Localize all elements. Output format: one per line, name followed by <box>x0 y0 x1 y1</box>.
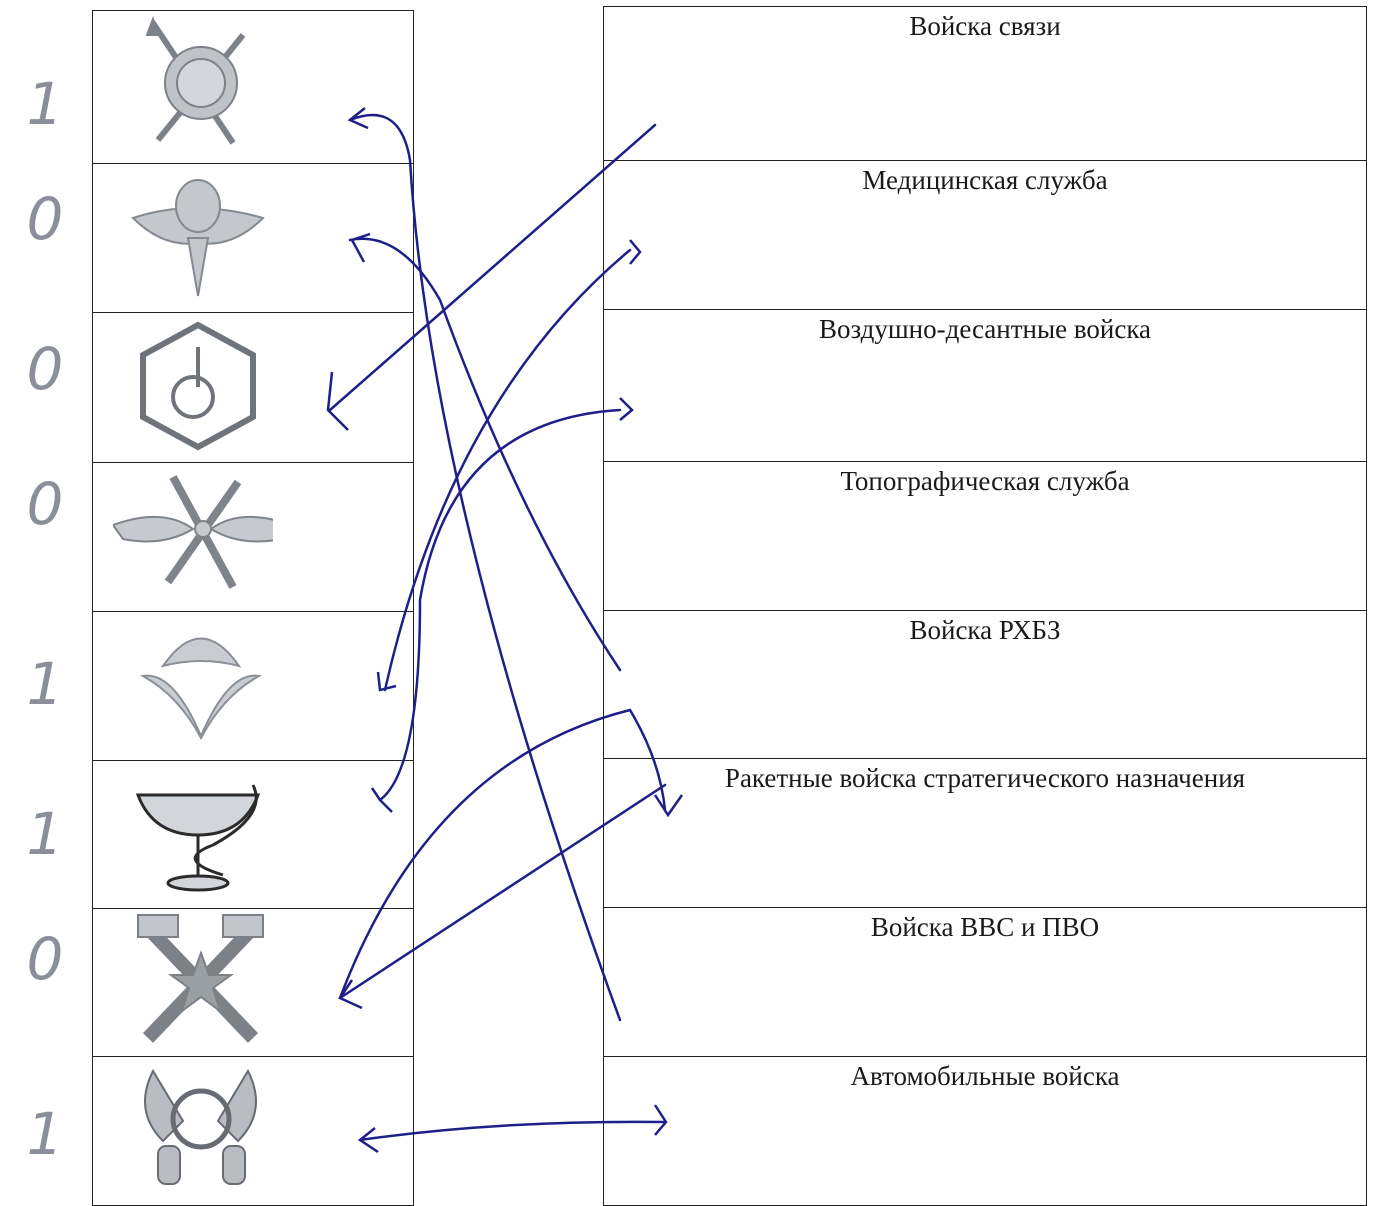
score-mark: 1 <box>26 1100 64 1168</box>
emblem-cell-7 <box>92 908 414 1057</box>
score-mark: 0 <box>26 335 64 403</box>
option-cell-3: Воздушно-десантные войска <box>603 309 1367 463</box>
option-cell-8: Автомобильные войска <box>603 1056 1367 1206</box>
air-force-propeller-wings-emblem-icon <box>113 475 273 589</box>
signal-corps-emblem-icon <box>145 16 246 145</box>
option-label: Топографическая служба <box>840 466 1130 496</box>
option-label: Медицинская служба <box>862 165 1108 195</box>
option-cell-6: Ракетные войска стратегического назначен… <box>603 758 1367 909</box>
option-label: Войска ВВС и ПВО <box>870 912 1100 942</box>
automobile-wheels-wings-emblem-icon <box>144 1068 257 1185</box>
parachute-emblem-icon <box>140 637 262 741</box>
airborne-wings-emblem-icon <box>131 179 265 297</box>
option-cell-1: Войска связи <box>603 6 1367 162</box>
ink-line <box>378 408 622 802</box>
medical-bowl-snake-emblem-icon <box>135 784 261 892</box>
option-label: Войска РХБЗ <box>909 615 1061 645</box>
score-mark: 1 <box>26 650 64 718</box>
score-mark: 1 <box>26 800 64 868</box>
ink-line <box>383 248 632 692</box>
option-label: Войска связи <box>909 11 1061 41</box>
chemical-defense-hexagon-emblem-icon <box>140 321 256 451</box>
hammers-star-emblem-icon <box>137 914 264 1043</box>
option-cell-4: Топографическая служба <box>603 461 1367 612</box>
option-cell-7: Войска ВВС и ПВО <box>603 907 1367 1058</box>
option-label: Автомобильные войска <box>850 1061 1120 1091</box>
score-mark: 0 <box>26 925 64 993</box>
option-label: Ракетные войска стратегического назначен… <box>724 763 1246 793</box>
score-mark: 0 <box>26 470 64 538</box>
emblem-cell-6 <box>92 760 414 909</box>
score-mark: 1 <box>26 70 64 138</box>
option-cell-5: Войска РХБЗ <box>603 610 1367 760</box>
emblem-cell-3 <box>92 312 414 463</box>
score-mark: 0 <box>26 185 64 253</box>
option-cell-2: Медицинская служба <box>603 160 1367 311</box>
option-label: Воздушно-десантные войска <box>818 314 1152 344</box>
emblem-cell-5 <box>92 611 414 761</box>
emblem-cell-8 <box>92 1056 414 1206</box>
emblem-cell-1 <box>92 10 414 164</box>
emblem-cell-2 <box>92 163 414 313</box>
emblem-cell-4 <box>92 462 414 612</box>
